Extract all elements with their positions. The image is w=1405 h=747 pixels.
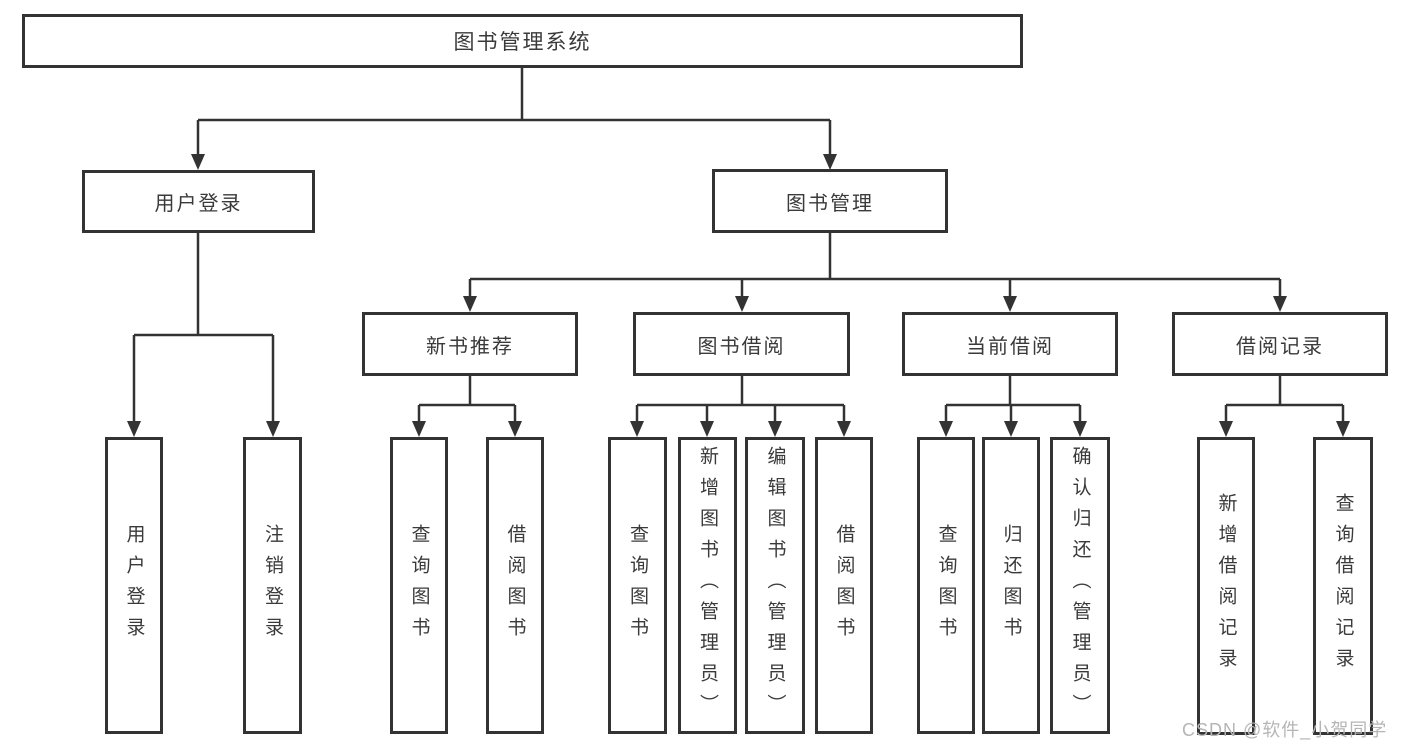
leaf-user-login: 用户登录: [105, 437, 163, 734]
node-book-management: 图书管理: [712, 169, 948, 233]
leaf-bb-add-books-admin: 新增图书（管理员）: [678, 437, 737, 734]
node-borrow-records: 借阅记录: [1172, 312, 1388, 376]
node-root: 图书管理系统: [22, 14, 1023, 68]
csdn-watermark: CSDN @软件_小贺同学: [1182, 720, 1388, 740]
leaf-nbr-query-books: 查询图书: [390, 437, 448, 734]
connector-stems: [132, 68, 1345, 424]
leaf-cb-query-books: 查询图书: [917, 437, 975, 734]
node-user-login: 用户登录: [82, 170, 315, 233]
leaf-logout: 注销登录: [243, 437, 302, 734]
node-current-borrow: 当前借阅: [902, 312, 1118, 376]
leaf-bb-edit-books-admin: 编辑图书（管理员）: [745, 437, 805, 734]
leaf-cb-return-books: 归还图书: [982, 437, 1040, 734]
leaf-bb-query-books: 查询图书: [608, 437, 667, 734]
node-new-book-recommend: 新书推荐: [362, 312, 578, 376]
node-book-borrow: 图书借阅: [633, 312, 850, 376]
leaf-nbr-borrow-books: 借阅图书: [486, 437, 544, 734]
leaf-br-add-record: 新增借阅记录: [1197, 437, 1255, 735]
leaf-cb-confirm-return-admin: 确认归还（管理员）: [1050, 437, 1110, 734]
leaf-bb-borrow-books: 借阅图书: [815, 437, 873, 734]
leaf-br-query-record: 查询借阅记录: [1313, 437, 1373, 735]
